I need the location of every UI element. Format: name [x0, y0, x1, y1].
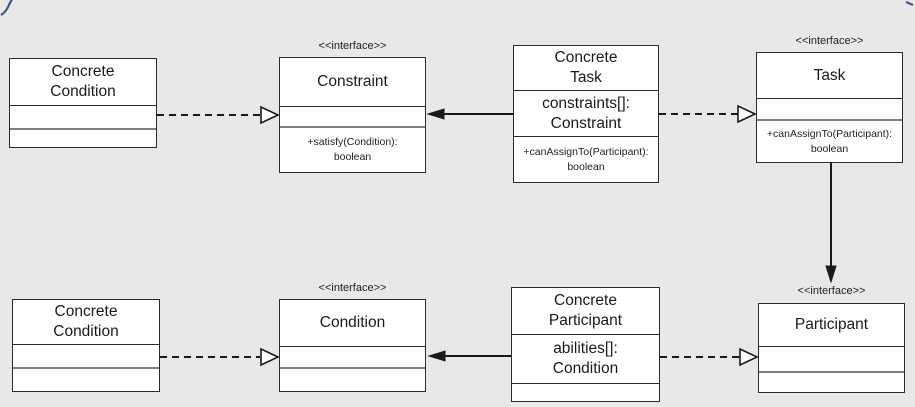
class-name: Condition	[50, 83, 116, 100]
realization-concretecondition-constraint[interactable]	[157, 105, 280, 125]
methods-compartment	[280, 367, 425, 391]
name-compartment: Concrete Participant	[512, 288, 659, 334]
attributes-compartment	[280, 346, 425, 367]
realization-concretecondition-condition[interactable]	[160, 347, 280, 367]
class-name: Constraint	[317, 73, 388, 90]
method-text: boolean	[567, 160, 605, 173]
method-text: boolean	[810, 142, 849, 155]
attribute-text: Condition	[552, 360, 619, 377]
class-name: Participant	[548, 312, 623, 329]
association-concretetask-constraint[interactable]	[426, 108, 513, 120]
class-box-concrete-condition-bottom[interactable]: Concrete Condition	[12, 299, 160, 392]
methods-compartment	[10, 128, 156, 147]
methods-compartment: +canAssignTo(Participant): boolean	[757, 119, 902, 162]
methods-compartment: +canAssignTo(Participant): boolean	[514, 136, 658, 182]
method-text: +canAssignTo(Participant):	[523, 145, 649, 158]
class-box-concrete-task[interactable]: Concrete Task constraints[]: Constraint …	[513, 45, 659, 183]
class-box-condition[interactable]: Condition	[279, 299, 426, 392]
class-name: Task	[570, 69, 602, 86]
stereotype-label-participant: <<interface>>	[797, 285, 866, 297]
attributes-compartment	[759, 346, 904, 371]
attributes-compartment: constraints[]: Constraint	[514, 90, 658, 136]
methods-compartment: +satisfy(Condition): boolean	[280, 126, 425, 172]
method-text: +canAssignTo(Participant):	[766, 127, 893, 140]
class-name: Concrete	[554, 49, 618, 66]
name-compartment: Concrete Task	[514, 46, 658, 90]
name-compartment: Concrete Condition	[13, 300, 159, 344]
class-box-concrete-participant[interactable]: Concrete Participant abilities[]: Condit…	[511, 287, 660, 402]
methods-compartment	[512, 383, 659, 401]
class-name: Task	[813, 66, 846, 84]
stereotype-label-constraint: <<interface>>	[318, 40, 387, 52]
method-text: +satisfy(Condition):	[307, 136, 398, 148]
class-name: Concrete	[554, 292, 617, 309]
stereotype-label-condition: <<interface>>	[318, 282, 387, 294]
realization-concreteparticipant-participant[interactable]	[660, 347, 759, 367]
class-name: Condition	[319, 314, 386, 331]
attribute-text: abilities[]:	[553, 340, 618, 357]
attributes-compartment	[280, 106, 425, 126]
class-name: Participant	[794, 316, 869, 333]
class-name: Condition	[53, 323, 119, 340]
methods-compartment	[13, 367, 159, 391]
name-compartment: Constraint	[280, 58, 425, 106]
attributes-compartment	[10, 105, 156, 128]
class-name: Concrete	[54, 303, 118, 320]
stereotype-label-task: <<interface>>	[795, 35, 864, 47]
class-box-task[interactable]: Task +canAssignTo(Participant): boolean	[756, 52, 903, 163]
name-compartment: Participant	[759, 304, 904, 346]
corner-mark-top-right	[905, 0, 914, 7]
attributes-compartment	[757, 98, 902, 119]
name-compartment: Condition	[280, 300, 425, 346]
association-concreteparticipant-condition[interactable]	[427, 350, 511, 362]
corner-squiggle-top-left	[0, 0, 13, 16]
attributes-compartment	[13, 344, 159, 367]
class-box-participant[interactable]: Participant	[758, 303, 905, 393]
method-text: boolean	[333, 151, 372, 163]
attribute-text: constraints[]:	[542, 94, 630, 112]
attribute-text: Constraint	[550, 114, 622, 132]
class-name: Concrete	[51, 63, 115, 80]
methods-compartment	[759, 371, 904, 392]
class-box-concrete-condition-top[interactable]: Concrete Condition	[9, 58, 157, 148]
realization-concretetask-task[interactable]	[659, 104, 757, 124]
name-compartment: Concrete Condition	[10, 59, 156, 105]
class-box-constraint[interactable]: Constraint +satisfy(Condition): boolean	[279, 57, 426, 173]
name-compartment: Task	[757, 53, 902, 98]
attributes-compartment: abilities[]: Condition	[512, 334, 659, 383]
association-task-participant[interactable]	[825, 163, 837, 284]
